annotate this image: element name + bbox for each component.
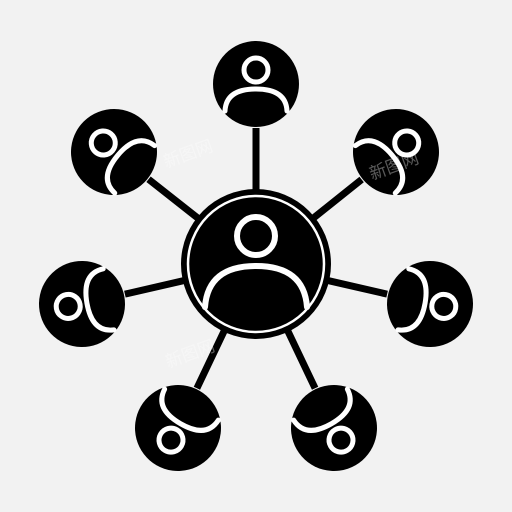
connector-line [193, 325, 230, 390]
user-head [156, 425, 186, 455]
connector-lines [124, 128, 388, 390]
connector-line [323, 276, 388, 298]
hub-user-shoulders [202, 262, 310, 310]
hub-inner-ring [186, 194, 326, 334]
user-nodes [39, 41, 473, 471]
top-user-node [213, 41, 299, 127]
lower-left-user-node [135, 385, 221, 471]
left-user-node [39, 261, 125, 347]
user-shoulders [104, 138, 158, 196]
user-head [88, 128, 118, 158]
central-user-icon [181, 189, 331, 339]
user-shoulders [159, 386, 221, 433]
user-head [429, 291, 459, 321]
connector-line [308, 176, 364, 224]
user-head [241, 55, 271, 85]
upper-left-user-node [71, 109, 158, 196]
connector-line [124, 276, 189, 298]
lower-right-user-node [291, 385, 377, 471]
user-shoulders [222, 86, 290, 114]
right-user-node [387, 261, 473, 347]
user-head [53, 291, 83, 321]
connector-line [146, 176, 204, 224]
upper-right-user-node [352, 109, 439, 196]
user-shoulders [395, 266, 429, 333]
connector-line [282, 325, 319, 390]
user-head [326, 425, 356, 455]
hub-user-head [234, 214, 278, 258]
user-shoulders [83, 266, 117, 333]
user-shoulders [291, 386, 353, 433]
user-head [392, 128, 422, 158]
user-shoulders [352, 138, 406, 196]
